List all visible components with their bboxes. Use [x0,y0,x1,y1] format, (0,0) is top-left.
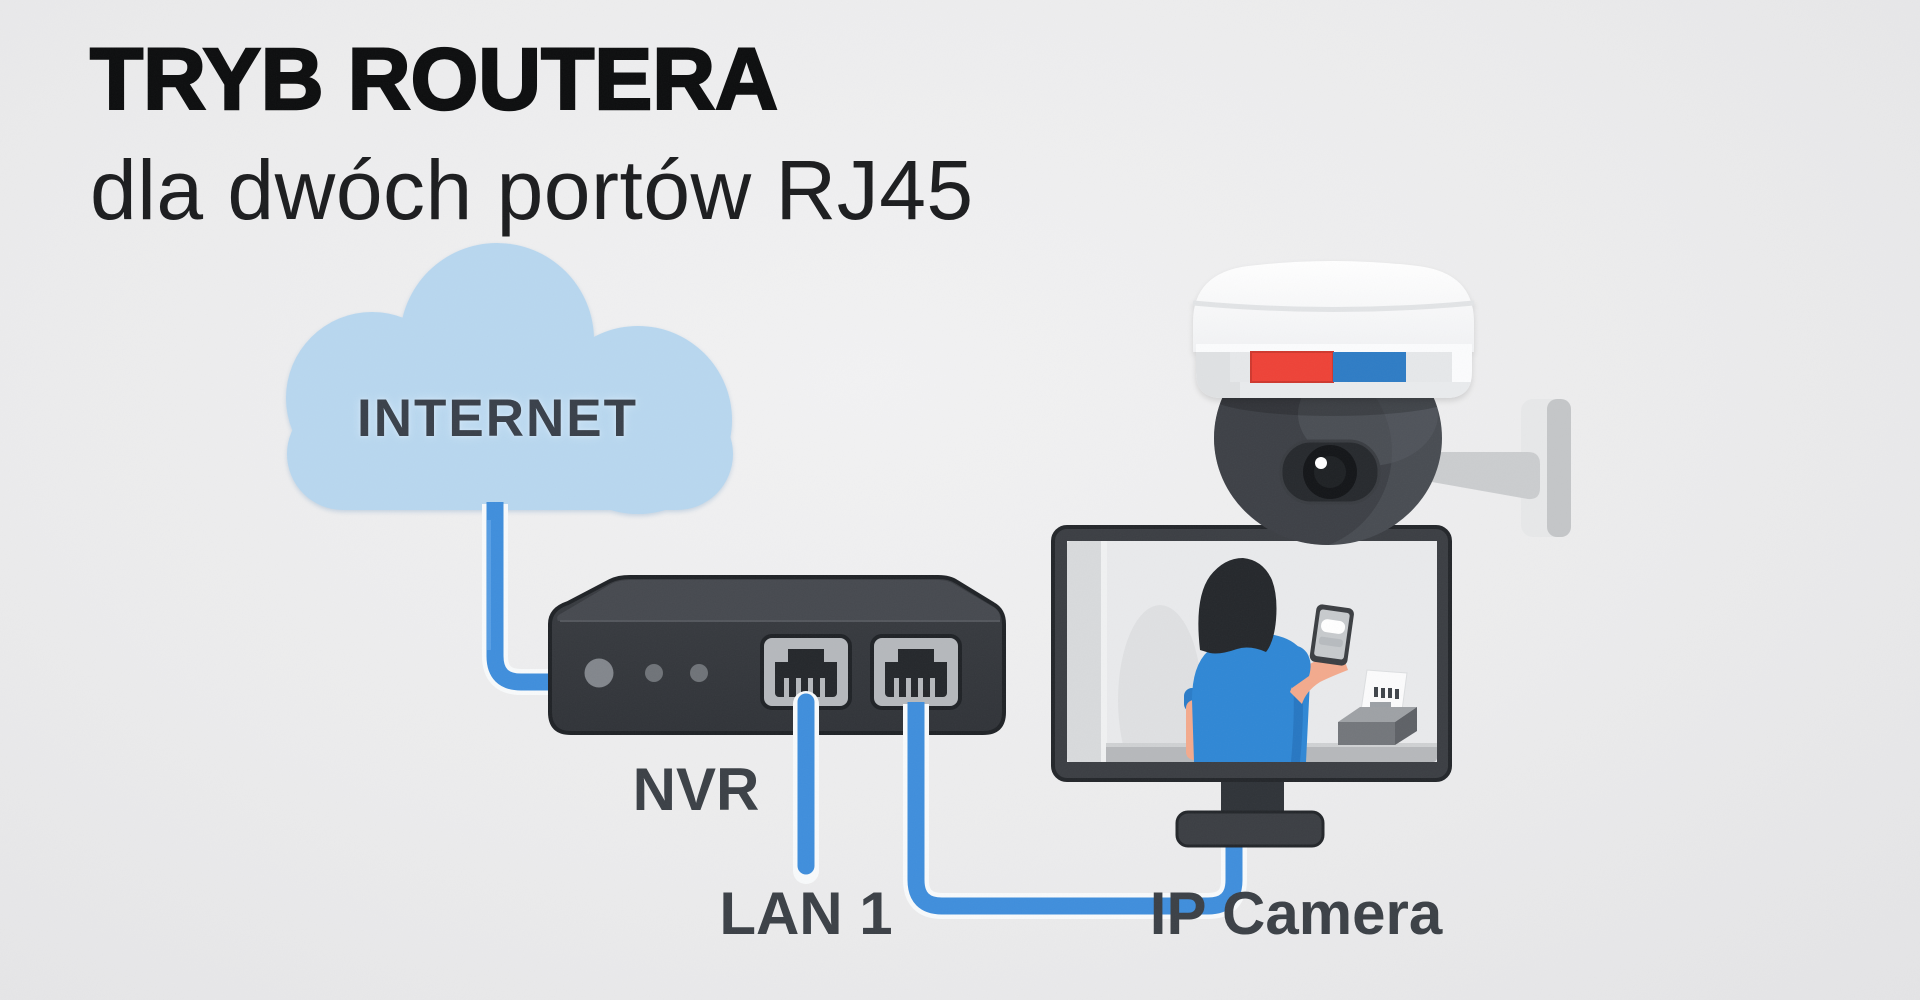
page-subtitle: dla dwóch portów RJ45 [90,143,974,237]
rj45-port-2 [870,634,962,710]
lan1-label: LAN 1 [719,880,893,947]
phone [1309,604,1354,666]
dome-camera [1192,261,1571,545]
ip-camera-label: IP Camera [1149,880,1443,947]
monitor [1051,525,1452,848]
cloud-shape [286,243,733,514]
page-title: TRYB ROUTERA [89,31,779,128]
led-small-2 [690,664,708,682]
monitor-stand-base [1175,810,1325,848]
led-small-1 [645,664,663,682]
nvr-top-face [557,580,1000,621]
nvr-device [548,575,1006,735]
camera-lens [1279,439,1381,505]
led-large [584,658,614,688]
stripe-red [1250,351,1334,383]
camera-housing [1192,261,1475,398]
internet-cloud [286,243,733,514]
nvr-label: NVR [632,756,760,823]
internet-label: INTERNET [357,389,638,448]
stripe-blue [1333,352,1406,382]
